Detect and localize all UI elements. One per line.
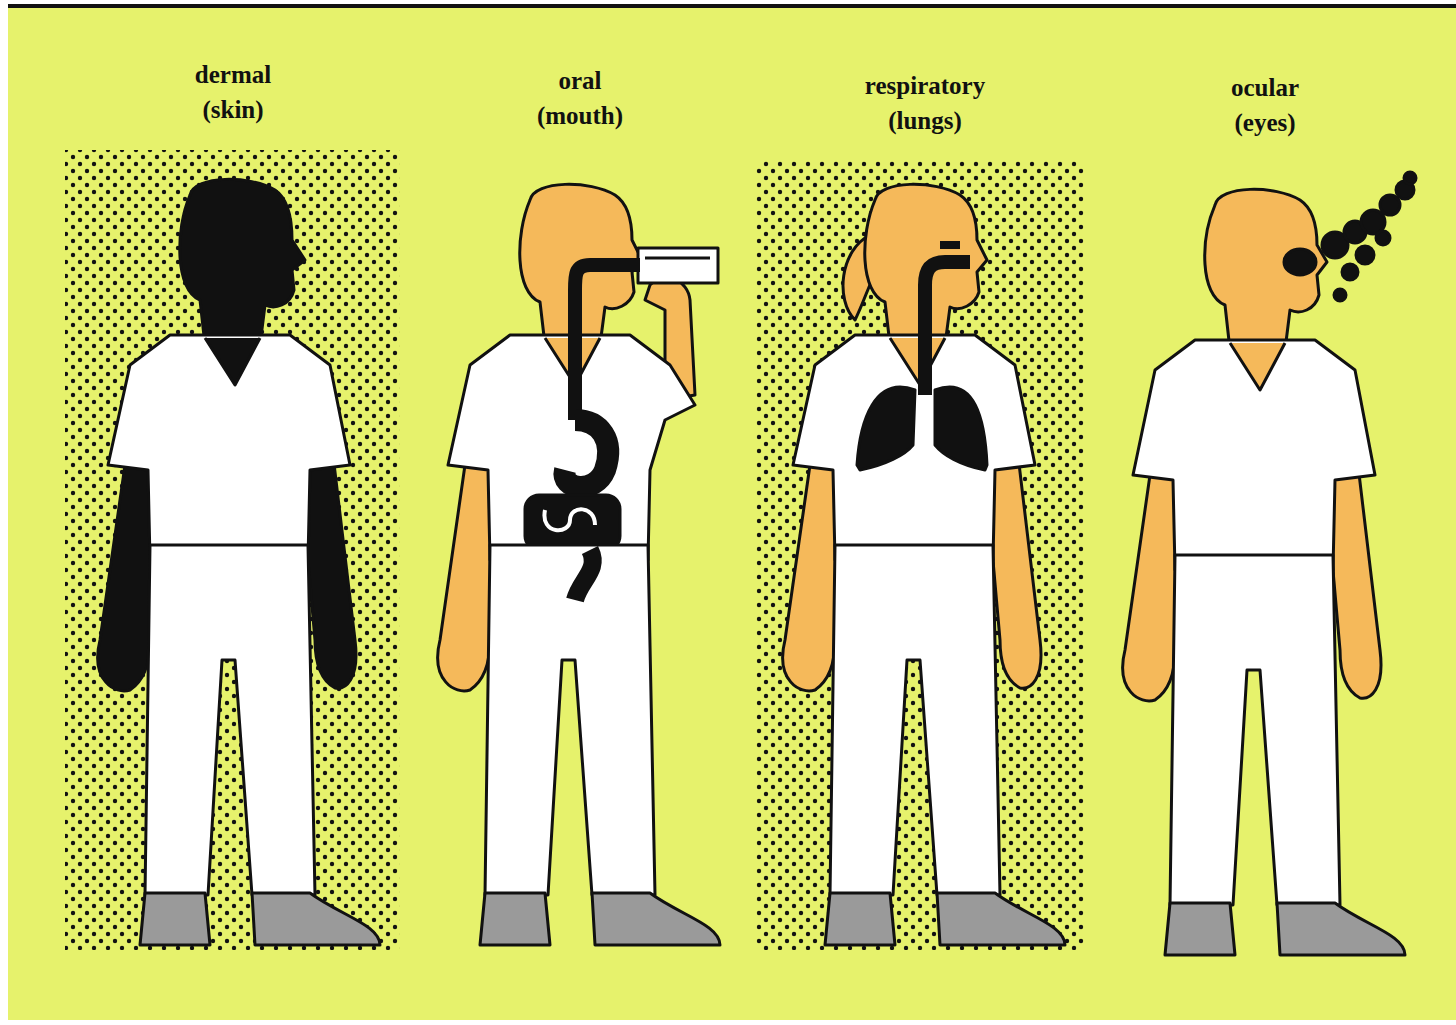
respiratory-figure — [783, 184, 1065, 945]
route-label: (lungs) — [888, 108, 962, 133]
dot-field — [65, 150, 400, 950]
route-label: ocular — [1231, 75, 1299, 100]
route-label: (mouth) — [537, 103, 623, 128]
dot-field — [755, 160, 1085, 950]
route-label: (eyes) — [1234, 110, 1295, 135]
route-label: oral — [558, 68, 601, 93]
route-label: (skin) — [202, 97, 263, 122]
route-label: dermal — [195, 62, 271, 87]
dermal-figure — [98, 179, 380, 945]
oral-figure — [438, 184, 720, 945]
route-label: respiratory — [865, 73, 985, 98]
ocular-figure — [1123, 172, 1416, 955]
